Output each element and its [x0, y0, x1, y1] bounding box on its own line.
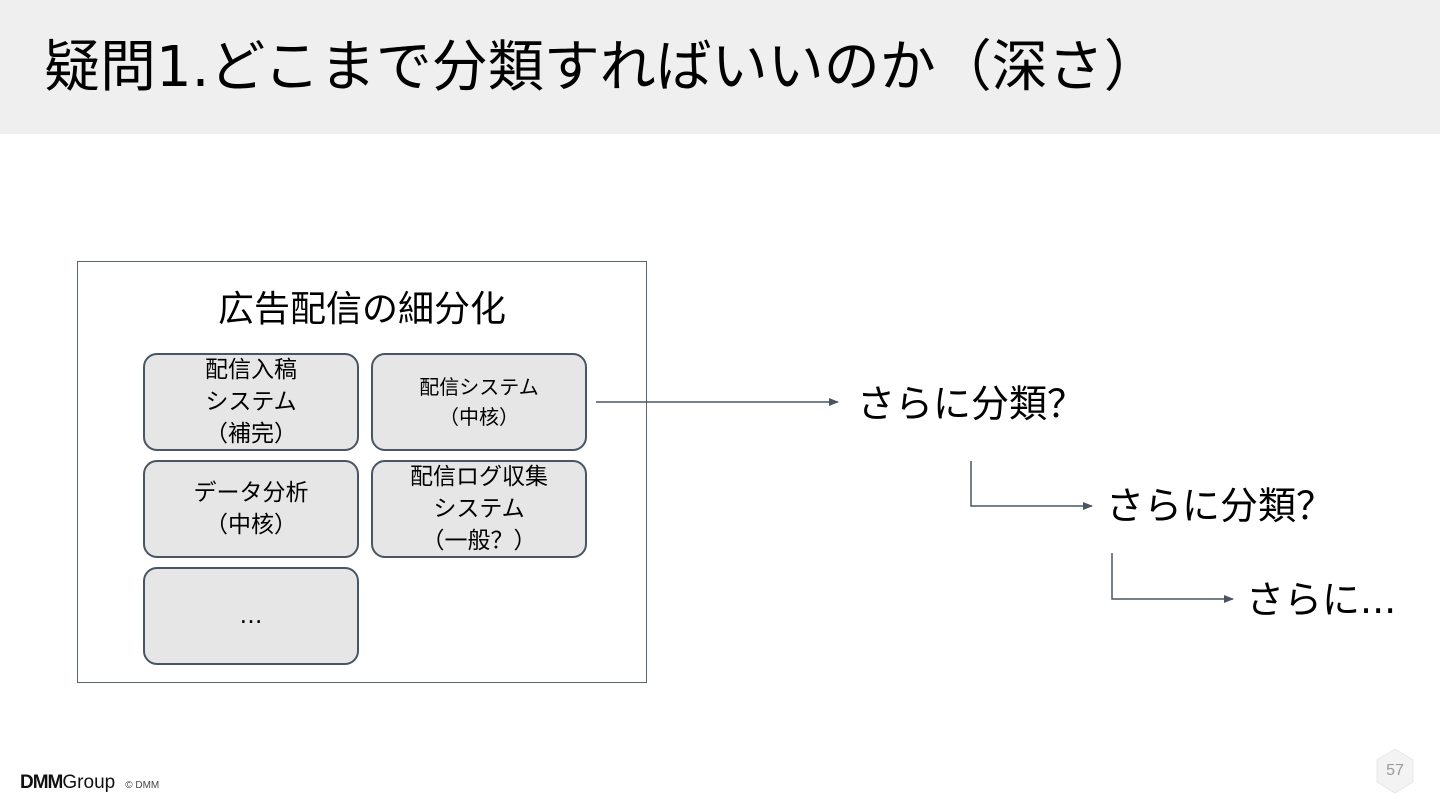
cell-delivery-system: 配信システム （中核）: [371, 353, 587, 451]
cell-ad-submission-system: 配信入稿 システム （補完）: [143, 353, 359, 451]
diagram-title: 広告配信の細分化: [217, 289, 506, 330]
logo-dmm-text: DMM: [20, 772, 63, 793]
cell-data-analysis: データ分析 （中核）: [143, 460, 359, 558]
page-number-badge: 57: [1375, 747, 1415, 795]
cell-ellipsis: …: [143, 567, 359, 665]
dmm-group-logo: DMM Group © DMM: [20, 772, 159, 794]
copyright-text: © DMM: [125, 780, 160, 791]
step-label-3: さらに...: [1246, 578, 1397, 622]
slide-title: 疑問1.どこまで分類すればいいのか（深さ）: [44, 35, 1160, 100]
arrow-to-step-2: [970, 461, 1093, 510]
hexagon-icon: [1376, 748, 1414, 794]
cell-delivery-log-collection: 配信ログ収集 システム （一般？）: [371, 460, 587, 558]
step-label-2: さらに分類？: [1106, 484, 1335, 528]
logo-group-text: Group: [62, 772, 116, 793]
step-label-1: さらに分類？: [857, 382, 1086, 426]
arrow-to-step-3: [1111, 553, 1234, 603]
page-number: 57: [1386, 762, 1404, 779]
title-bar: 疑問1.どこまで分類すればいいのか（深さ）: [0, 0, 1440, 134]
